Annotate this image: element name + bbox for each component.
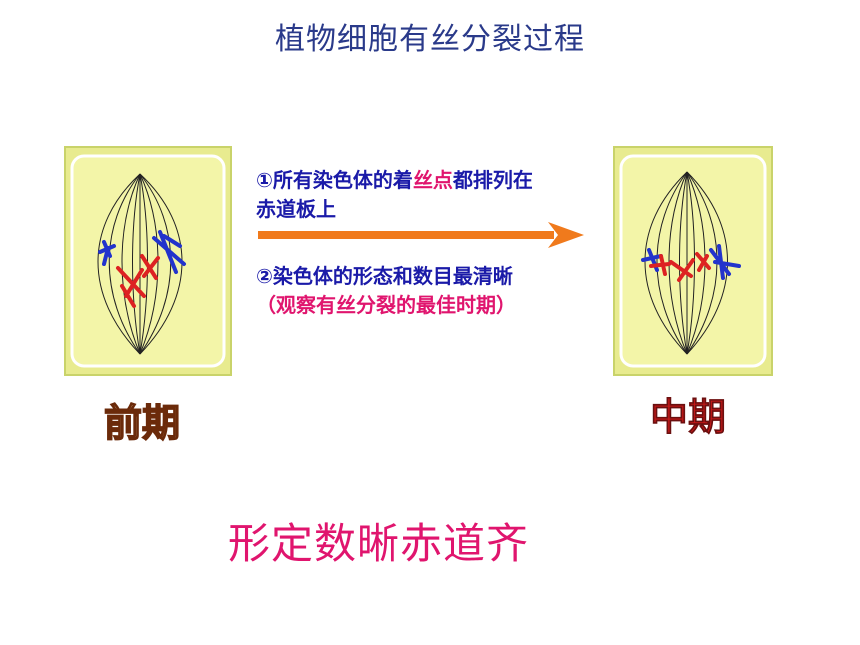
metaphase-feature-2: ②染色体的形态和数目最清晰（观察有丝分裂的最佳时期）	[256, 264, 516, 317]
red-chromosome	[116, 254, 160, 308]
page-title: 植物细胞有丝分裂过程	[275, 22, 585, 57]
blue-chromosome	[98, 230, 186, 274]
metaphase-label: 中期	[650, 395, 727, 440]
prophase-label: 前期	[103, 400, 181, 446]
prophase-cell-diagram	[64, 146, 232, 376]
arrow-right-icon	[258, 222, 584, 248]
metaphase-cell-diagram	[613, 146, 773, 376]
mnemonic-summary: 形定数晰赤道齐	[228, 519, 530, 568]
metaphase-feature-1: ①所有染色体的着丝点都排列在赤道板上	[256, 168, 533, 221]
